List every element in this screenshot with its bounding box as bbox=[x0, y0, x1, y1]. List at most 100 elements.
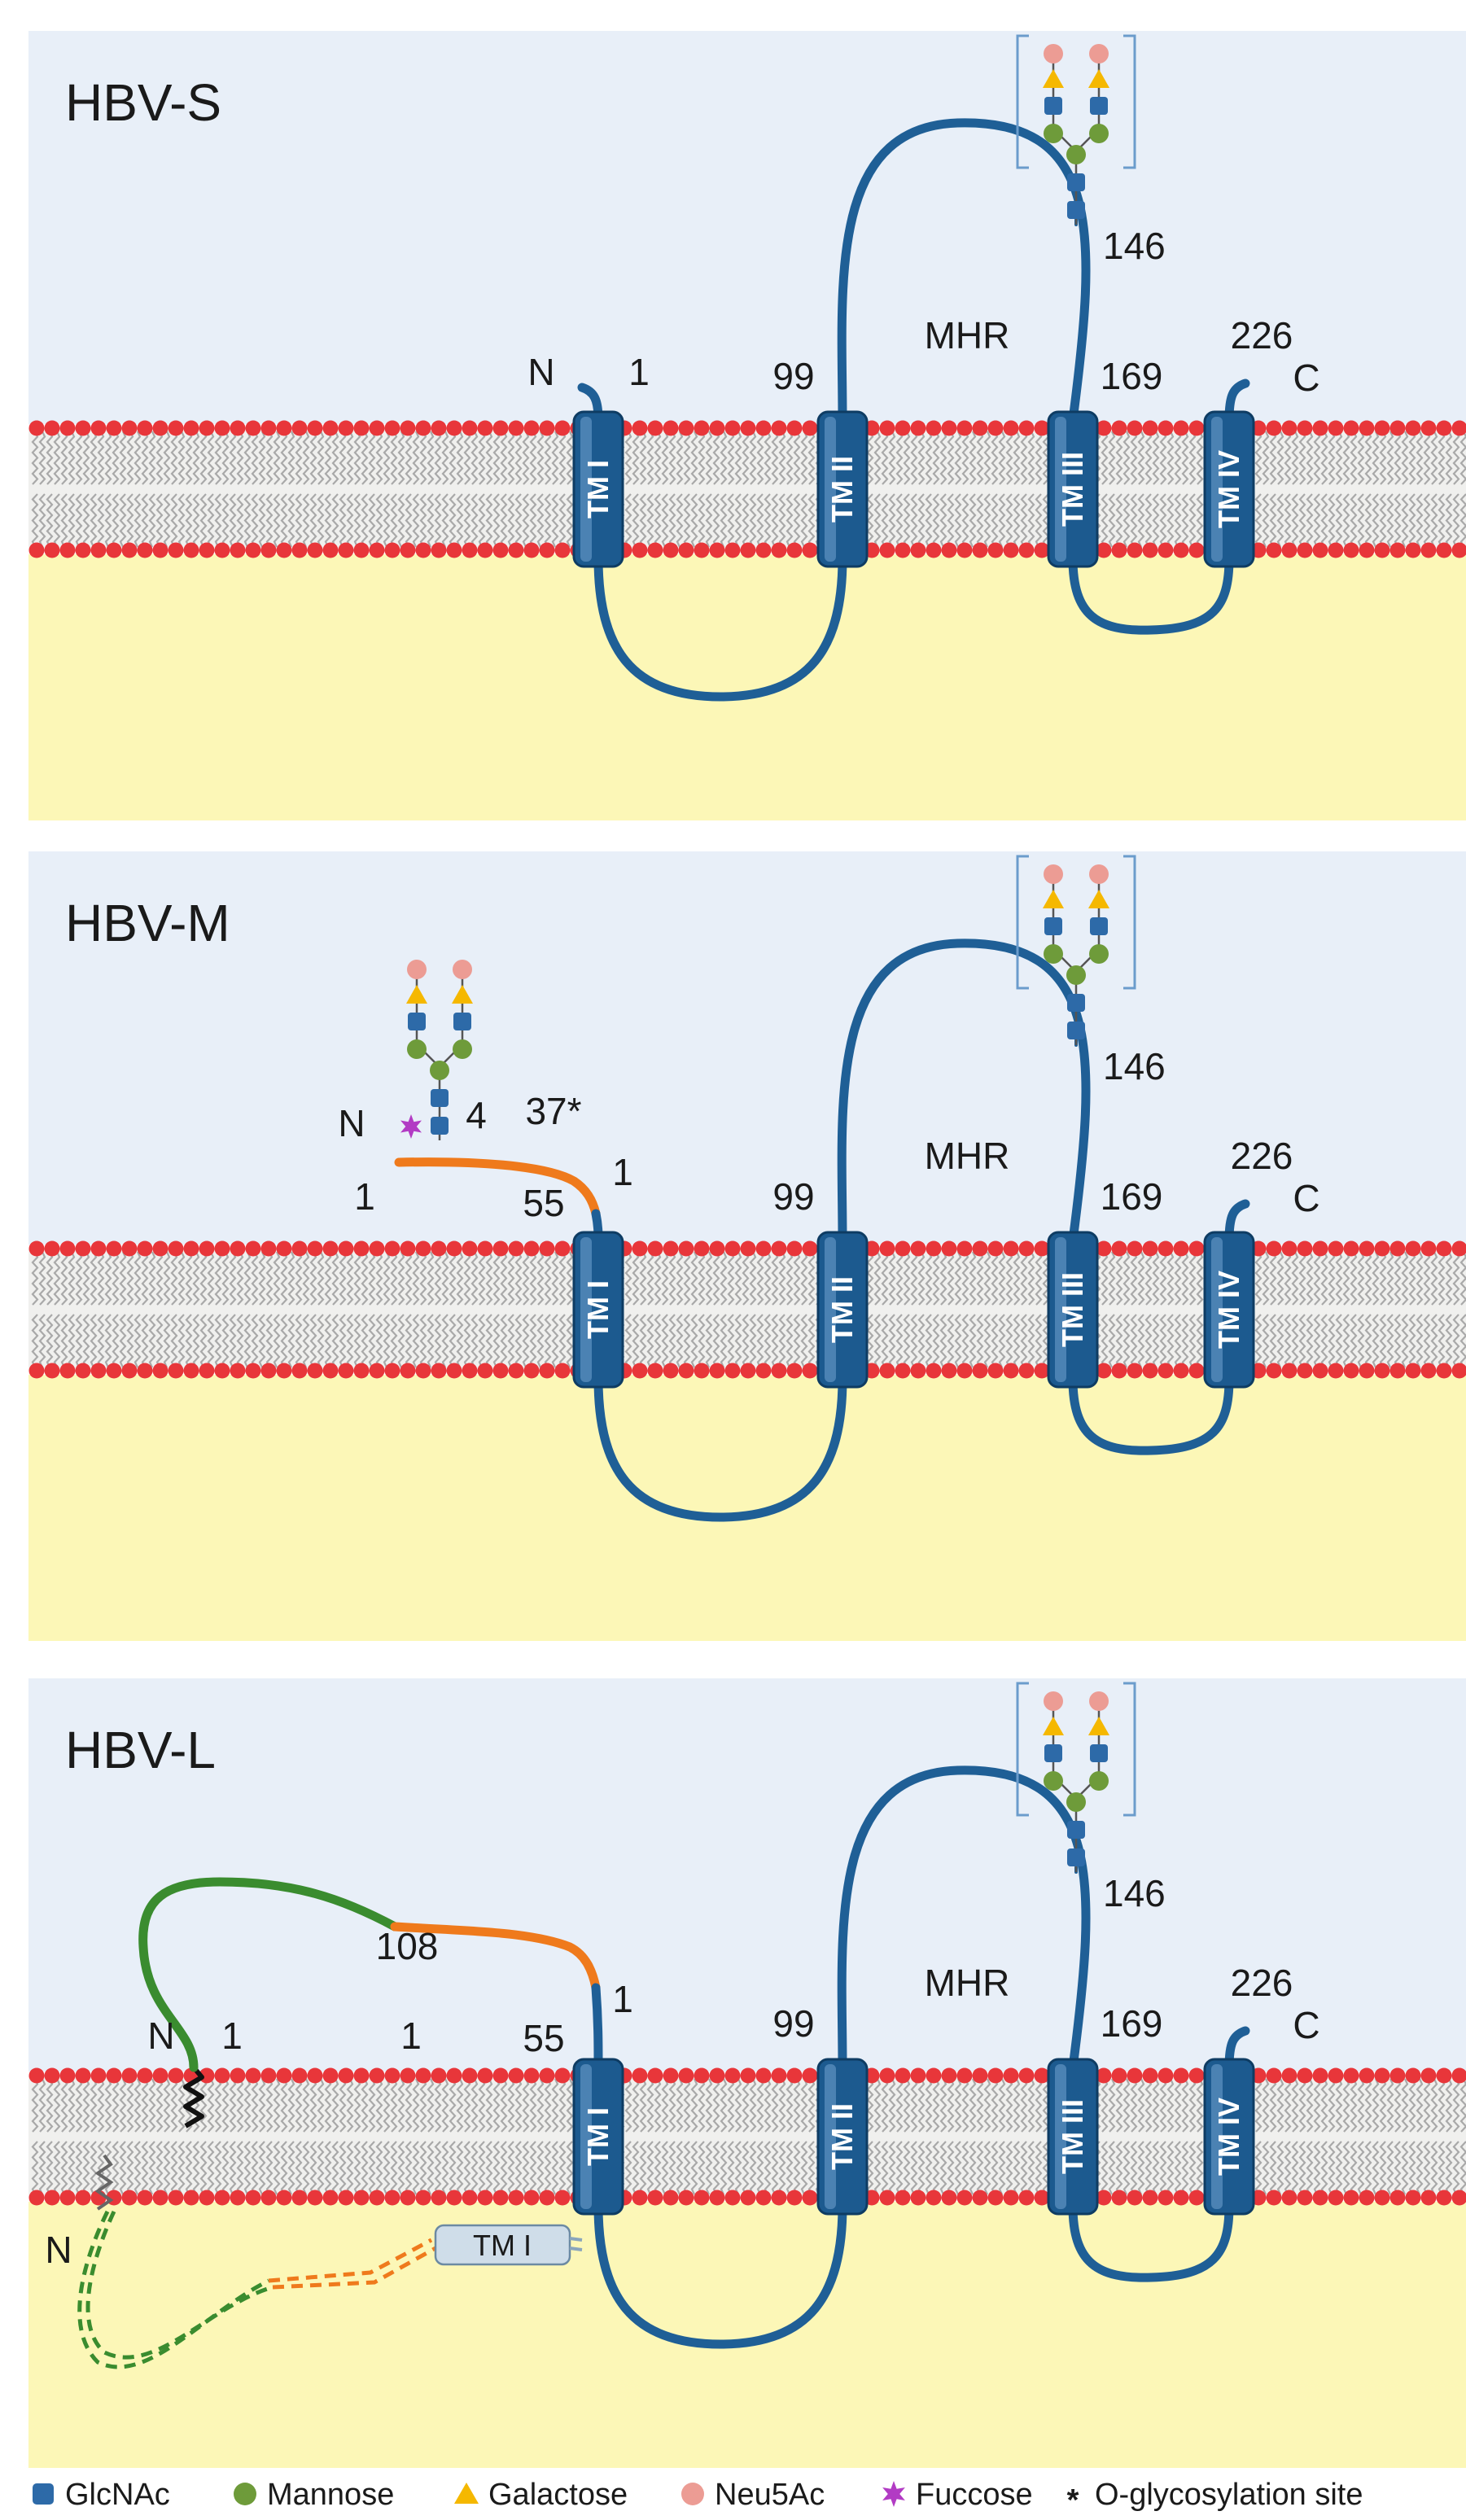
inner-n-terminus-label: N bbox=[45, 2229, 72, 2271]
cytoplasmic-loop-3-4 bbox=[1068, 1374, 1234, 1455]
legend-item-fuccose: Fuccose bbox=[882, 2478, 1033, 2512]
mannose-circle bbox=[1089, 1771, 1109, 1791]
galactose-triangle bbox=[1043, 1717, 1064, 1735]
pres1-inner-dashed-2 bbox=[85, 2210, 274, 2360]
galactose-icon bbox=[454, 2483, 479, 2504]
legend-item-mannose: Mannose bbox=[234, 2478, 394, 2512]
neu5ac-circle bbox=[1044, 44, 1063, 63]
n-terminus-label: N bbox=[147, 2015, 174, 2057]
inner-tm-connector bbox=[569, 2237, 583, 2251]
n-glycan-146 bbox=[1016, 1682, 1136, 1872]
s-start-label: 1 bbox=[612, 1978, 633, 2020]
extracellular-region bbox=[28, 851, 1466, 1245]
tm-iv-box: TM IV bbox=[1203, 410, 1255, 568]
tm-i-box-label: TM I bbox=[581, 1280, 615, 1339]
glycan-bracket bbox=[1016, 1682, 1136, 1817]
galactose-triangle bbox=[1088, 1717, 1109, 1735]
tm-i-box-label: TM I bbox=[581, 2107, 615, 2166]
lipid-heads bbox=[28, 2067, 1466, 2206]
glcnac-square bbox=[408, 1013, 426, 1030]
mhr-label: MHR bbox=[925, 1135, 1010, 1177]
mannose-circle bbox=[1066, 965, 1086, 985]
mannose-circle bbox=[1066, 145, 1086, 164]
mannose-circle bbox=[1066, 1792, 1086, 1812]
legend-label: Neu5Ac bbox=[715, 2478, 825, 2512]
cytoplasmic-loop-1-2 bbox=[593, 553, 847, 702]
tm-ii-box: TM II bbox=[816, 2058, 869, 2216]
intracellular-region bbox=[28, 2202, 1466, 2468]
panel-title: HBV-M bbox=[65, 894, 230, 952]
tm-iii-box-label: TM III bbox=[1056, 452, 1089, 527]
tm-iv-box-label: TM IV bbox=[1212, 450, 1245, 528]
pres2-end-label: 55 bbox=[523, 2017, 564, 2059]
glcnac-square bbox=[1090, 1744, 1108, 1762]
n-glycan-146 bbox=[1016, 855, 1136, 1045]
mannose-circle bbox=[1044, 1771, 1063, 1791]
legend-label: O-glycosylation site bbox=[1095, 2478, 1363, 2512]
n-terminus-label: N bbox=[527, 351, 554, 393]
tm-ii-box: TM II bbox=[816, 410, 869, 568]
panel-title: HBV-S bbox=[65, 73, 221, 132]
cytoplasmic-loop-1-2 bbox=[593, 1374, 847, 1522]
legend-label: Mannose bbox=[267, 2478, 394, 2512]
mhr-label: MHR bbox=[925, 1962, 1010, 2004]
mhr-label: MHR bbox=[925, 314, 1010, 357]
tm-ii-box-label: TM II bbox=[825, 2103, 859, 2170]
cytoplasmic-loop-3-4 bbox=[1068, 553, 1234, 635]
tm-iv-box: TM IV bbox=[1203, 2058, 1255, 2216]
tm-iii-box-label: TM III bbox=[1056, 1272, 1089, 1347]
position-99-label: 99 bbox=[772, 1175, 814, 1218]
glyco-site-146-label: 146 bbox=[1103, 1045, 1166, 1087]
glyco-site-146-label: 146 bbox=[1103, 225, 1166, 267]
tm-iii-box-label: TM III bbox=[1056, 2099, 1089, 2174]
lipid-bilayer bbox=[28, 2067, 1466, 2206]
myristoyl-anchor-inner bbox=[94, 2154, 114, 2211]
c-terminus-label: C bbox=[1293, 357, 1319, 399]
fucose-icon bbox=[882, 2481, 905, 2507]
tm-iii-box: TM III bbox=[1047, 1231, 1099, 1389]
tm-i-box: TM I bbox=[572, 1231, 624, 1389]
glcnac-square bbox=[1067, 201, 1085, 219]
pres1-end-label: 108 bbox=[376, 1925, 439, 1967]
mannose-circle bbox=[453, 1039, 472, 1059]
neu5ac-circle bbox=[1044, 864, 1063, 884]
glyco-site-146-label: 146 bbox=[1103, 1872, 1166, 1914]
glycan-bracket bbox=[1016, 855, 1136, 990]
legend-label: Fuccose bbox=[916, 2478, 1033, 2512]
neu5ac-circle bbox=[1089, 864, 1109, 884]
glcnac-icon bbox=[33, 2483, 54, 2505]
mannose-circle bbox=[430, 1061, 449, 1080]
neu5ac-circle bbox=[407, 960, 427, 979]
cytoplasmic-loop-3-4 bbox=[1068, 2201, 1234, 2282]
n-glycan-4 bbox=[406, 960, 473, 1140]
galactose-triangle bbox=[1043, 890, 1064, 908]
c-terminus-label: C bbox=[1293, 2004, 1319, 2046]
neu5ac-circle bbox=[453, 960, 472, 979]
position-4-label: 4 bbox=[466, 1094, 487, 1136]
asterisk-icon: * bbox=[1067, 2483, 1079, 2518]
tm-iv-box-label: TM IV bbox=[1212, 1271, 1245, 1349]
pres2-inner-dashed-2 bbox=[272, 2246, 437, 2290]
mannose-circle bbox=[407, 1039, 427, 1059]
legend-item-galactose: Galactose bbox=[454, 2478, 628, 2512]
neu5ac-circle bbox=[1044, 1691, 1063, 1711]
glycan-bracket bbox=[1016, 34, 1136, 169]
mannose-circle bbox=[1089, 124, 1109, 143]
cytoplasmic-loop-1-2 bbox=[593, 2201, 847, 2349]
pres2-start-label: 1 bbox=[354, 1175, 375, 1218]
mannose-circle bbox=[1044, 944, 1063, 964]
n-glycan-146 bbox=[1016, 34, 1136, 225]
pres2-segment bbox=[394, 1157, 601, 1218]
glcnac-square bbox=[1067, 1848, 1085, 1866]
inner-tm-i-label: TM I bbox=[473, 2229, 532, 2262]
galactose-triangle bbox=[1088, 890, 1109, 908]
glcnac-square bbox=[1090, 97, 1108, 115]
glcnac-square bbox=[1090, 917, 1108, 935]
galactose-triangle bbox=[452, 985, 473, 1004]
lipid-tails bbox=[31, 431, 1466, 548]
glcnac-square bbox=[1044, 97, 1062, 115]
neu5ac-circle bbox=[1089, 44, 1109, 63]
